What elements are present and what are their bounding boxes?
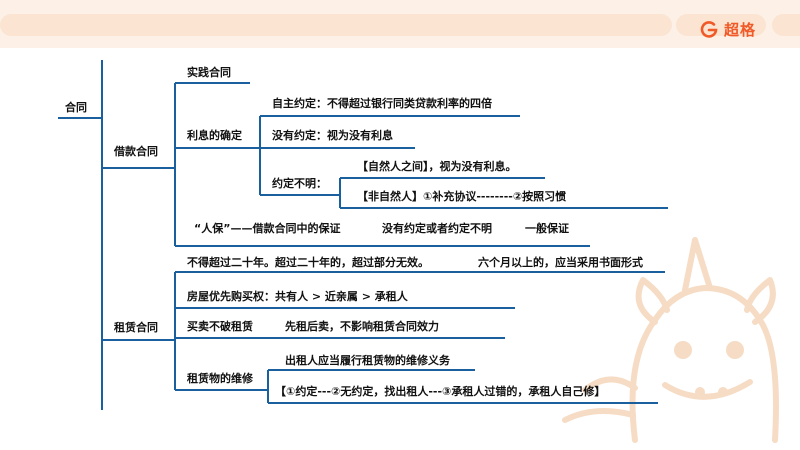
node-repair-detail: 【①约定---②无约定，找出租人---③承租人过错的，承租人自己修】 xyxy=(275,385,606,398)
node-lease-contract: 租赁合同 xyxy=(114,321,158,334)
node-sale-not-break-lease: 买卖不破租赁 xyxy=(187,320,253,333)
node-repair-duty: 出租人应当履行租赁物的维修义务 xyxy=(285,354,450,367)
mascot-watermark xyxy=(562,237,779,443)
node-natural-person: 【自然人之间】，视为没有利息。 xyxy=(357,160,517,173)
header-bar-right xyxy=(676,14,766,36)
brand-logo: 超格 xyxy=(699,17,756,41)
brand-name: 超格 xyxy=(723,20,756,39)
node-self-agreed: 自主约定：不得超过银行同类贷款利率的四倍 xyxy=(272,97,492,110)
node-loan-contract: 借款合同 xyxy=(114,145,158,158)
node-guarantee-condition: 没有约定或者约定不明 xyxy=(382,222,492,235)
header-band xyxy=(0,0,800,48)
header-bar xyxy=(0,14,672,36)
header-bar-end xyxy=(772,14,800,36)
node-general-guarantee: 一般保证 xyxy=(525,222,569,235)
node-non-natural-person: 【非自然人】①补充协议--------②按照习惯 xyxy=(357,190,567,203)
node-root: 合同 xyxy=(65,101,87,114)
node-lease-term: 不得超过二十年。超过二十年的，超过部分无效。 xyxy=(187,256,429,269)
node-interest: 利息的确定 xyxy=(187,129,242,142)
node-unclear: 约定不明： xyxy=(272,177,327,190)
g-circle-icon xyxy=(700,21,718,38)
node-no-agreement: 没有约定：视为没有利息 xyxy=(272,129,393,142)
node-repair: 租赁物的维修 xyxy=(187,372,253,385)
node-sale-detail: 先租后卖，不影响租赁合同效力 xyxy=(285,320,439,333)
node-lease-form: 六个月以上的，应当采用书面形式 xyxy=(478,256,643,269)
node-practice-contract: 实践合同 xyxy=(187,66,231,79)
node-guarantee: “人保”——借款合同中的保证 xyxy=(194,222,341,235)
node-priority-purchase: 房屋优先购买权：共有人 > 近亲属 > 承租人 xyxy=(187,290,408,303)
